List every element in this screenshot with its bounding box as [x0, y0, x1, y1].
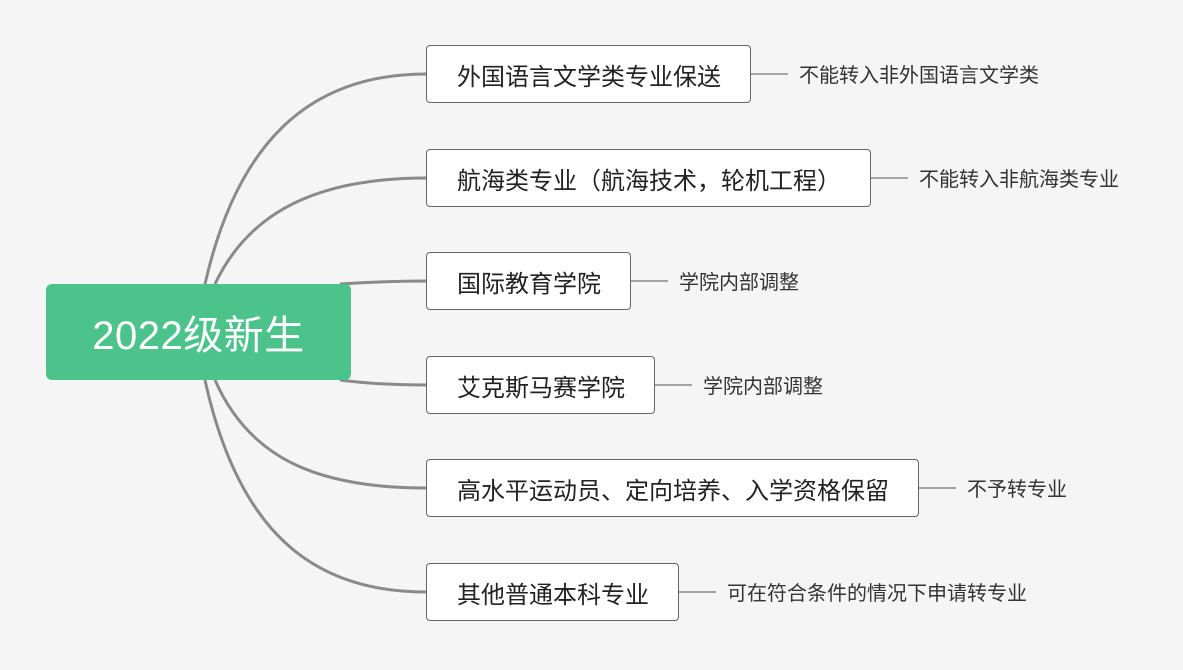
connector-curve-4	[339, 378, 427, 387]
branch-node-5: 高水平运动员、定向培养、入学资格保留	[426, 459, 919, 517]
branch-note-4: 学院内部调整	[703, 376, 823, 398]
root-node: 2022级新生	[46, 284, 351, 380]
branch-note-6: 可在符合条件的情况下申请转专业	[727, 583, 1027, 605]
branch-node-6: 其他普通本科专业	[426, 563, 679, 621]
branch-node-2: 航海类专业（航海技术，轮机工程）	[426, 149, 871, 207]
connector-curve-2	[213, 176, 427, 285]
connector-curve-5	[213, 379, 427, 490]
branch-note-3: 学院内部调整	[679, 272, 799, 294]
branch-node-1: 外国语言文学类专业保送	[426, 45, 751, 103]
branch-node-3: 国际教育学院	[426, 252, 631, 310]
branch-node-4: 艾克斯马赛学院	[426, 356, 655, 414]
branch-note-1: 不能转入非外国语言文学类	[799, 65, 1039, 87]
connector-curve-6	[203, 379, 427, 594]
connector-curve-1	[203, 72, 427, 285]
connector-curve-3	[339, 279, 427, 286]
branch-note-5: 不予转专业	[967, 479, 1067, 501]
branch-note-2: 不能转入非航海类专业	[919, 169, 1119, 191]
